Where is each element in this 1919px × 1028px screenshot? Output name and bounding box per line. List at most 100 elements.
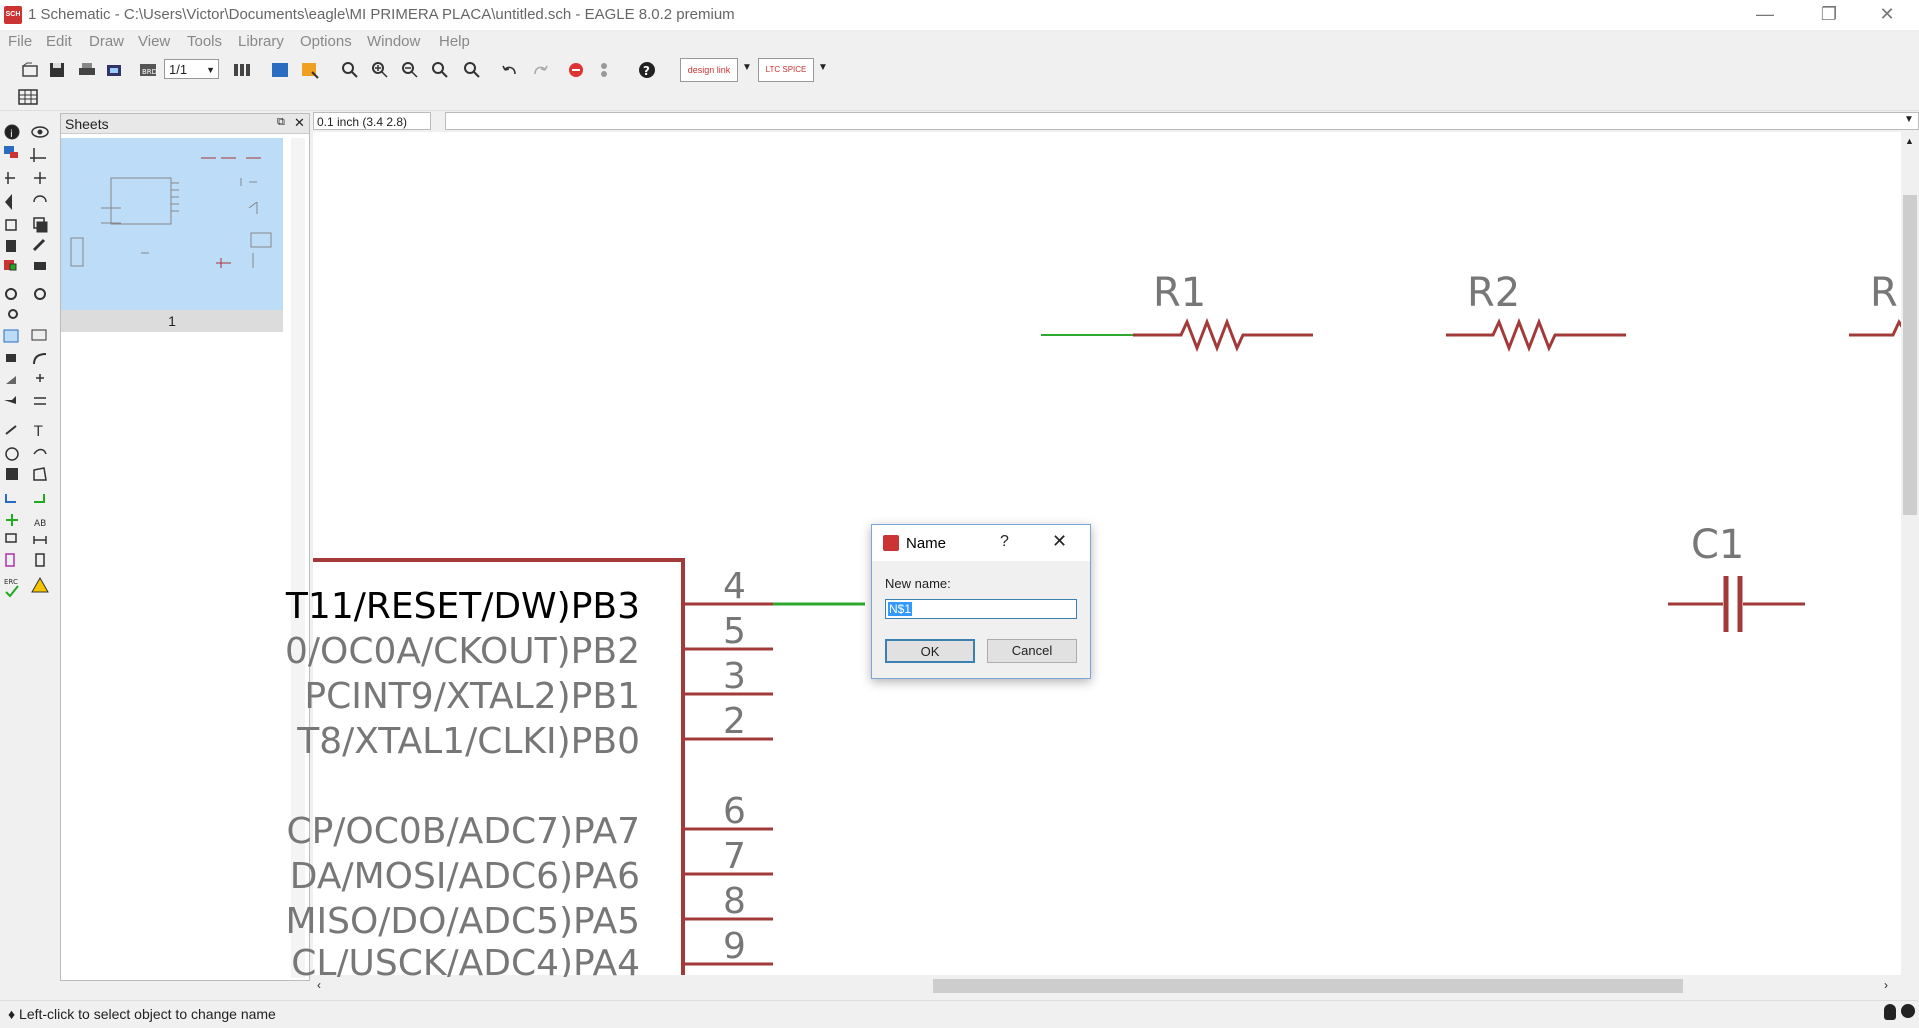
resistor-r3-label: R	[1870, 270, 1898, 316]
ic-pin-label: DA/MOSI/ADC6)PA6	[290, 856, 640, 897]
new-name-input[interactable]: N$1	[885, 599, 1077, 619]
resistor-r3-symbol[interactable]	[1849, 318, 1905, 337]
ic-pin-number: 6	[723, 791, 746, 832]
sheets-title-text: Sheets	[65, 116, 109, 132]
ic-pin-number: 2	[723, 701, 746, 742]
close-panel-icon[interactable]: ✕	[294, 115, 305, 130]
cancel-button[interactable]: Cancel	[987, 639, 1077, 663]
menu-help[interactable]: Help	[439, 33, 470, 50]
save-icon[interactable]	[47, 60, 67, 80]
menu-library[interactable]: Library	[238, 33, 284, 50]
zoom-out-icon[interactable]	[400, 60, 420, 80]
minimize-button[interactable]: —	[1756, 4, 1774, 24]
ic-pin-number: 9	[723, 926, 746, 967]
cam-icon[interactable]	[104, 60, 124, 80]
ltspice-dropdown-icon[interactable]: ▼	[818, 62, 828, 73]
redo-icon[interactable]	[530, 60, 550, 80]
dialog-app-icon	[883, 535, 899, 551]
menu-edit[interactable]: Edit	[46, 33, 72, 50]
capacitor-c1-label: C1	[1691, 522, 1744, 568]
ic-pin-number: 8	[723, 881, 746, 922]
sheet-thumbnail[interactable]	[61, 138, 283, 318]
schematic-canvas[interactable]: R1 R2 R C1 T11/RESET/DW)PB3 0/OC0A/CKOUT…	[285, 132, 1905, 984]
svg-text:?: ?	[643, 64, 650, 78]
command-history-dropdown-icon[interactable]: ▼	[1904, 114, 1914, 125]
sheets-panel: Sheets ⧉ ✕ 1	[60, 113, 310, 981]
resistor-r2-symbol[interactable]	[1446, 317, 1626, 353]
menu-options[interactable]: Options	[300, 33, 352, 50]
command-line-input[interactable]	[445, 112, 1919, 130]
info-icon[interactable]	[1901, 1004, 1915, 1018]
resistor-r1-label: R1	[1153, 270, 1206, 316]
svg-text:T: T	[33, 424, 43, 440]
ic-pin-number: 5	[723, 611, 746, 652]
grid-icon[interactable]	[18, 88, 38, 106]
window-title: 1 Schematic - C:\Users\Victor\Documents\…	[28, 6, 735, 23]
dialog-help-button[interactable]: ?	[1000, 533, 1009, 550]
print-icon[interactable]	[77, 60, 97, 80]
menu-window[interactable]: Window	[367, 33, 421, 50]
ic-pin-label: CP/OC0B/ADC7)PA7	[286, 811, 640, 852]
ic-pin-label: 0/OC0A/CKOUT)PB2	[285, 631, 640, 672]
zoom-in-icon[interactable]	[370, 60, 390, 80]
horizontal-scroll-thumb[interactable]	[933, 979, 1683, 993]
ic-body-outline[interactable]	[313, 558, 685, 975]
sheet-number-label: 1	[61, 310, 283, 332]
undo-icon[interactable]	[500, 60, 520, 80]
status-bar	[0, 1000, 1919, 1028]
dialog-close-button[interactable]: ✕	[1052, 531, 1068, 551]
dialog-title: Name	[906, 535, 947, 552]
menu-file[interactable]: File	[8, 33, 33, 50]
ic-pin-number: 3	[723, 656, 746, 697]
maximize-button[interactable]: ❐	[1820, 4, 1838, 24]
new-name-value: N$1	[888, 602, 913, 616]
resistor-r2-label: R2	[1467, 270, 1520, 316]
design-link-dropdown-icon[interactable]: ▼	[742, 62, 752, 73]
main-toolbar	[0, 56, 1919, 86]
ok-button[interactable]: OK	[885, 639, 975, 663]
sheets-scrollbar[interactable]	[291, 138, 305, 978]
ic-pin-label: T8/XTAL1/CLKI)PB0	[296, 721, 640, 762]
ic-pin-number: 7	[723, 836, 746, 877]
ic-pin-label: PCINT9/XTAL2)PB1	[304, 676, 640, 717]
svg-text:i: i	[10, 129, 13, 140]
open-icon[interactable]	[20, 60, 40, 80]
scroll-right-icon[interactable]: ›	[1884, 978, 1888, 992]
help-icon[interactable]: ?	[637, 60, 657, 80]
tool-palette: i T	[0, 116, 58, 981]
sheet-select-value: 1/1	[169, 62, 188, 77]
menu-tools[interactable]: Tools	[187, 33, 223, 50]
dialog-title-bar	[872, 525, 1090, 561]
app-icon: SCH	[4, 6, 22, 24]
status-indicator-icon	[1884, 1004, 1896, 1020]
sheet-select[interactable]: 1/1▼	[164, 59, 219, 79]
zoom-redraw-icon[interactable]	[430, 60, 450, 80]
ulp-icon[interactable]	[270, 60, 290, 80]
float-panel-icon[interactable]: ⧉	[277, 116, 285, 128]
stop-icon[interactable]	[566, 60, 586, 80]
go-icon[interactable]	[594, 60, 614, 80]
ic-pin-label: T11/RESET/DW)PB3	[285, 586, 640, 627]
library-icon[interactable]	[232, 60, 252, 80]
scroll-up-icon[interactable]: ▲	[1905, 136, 1914, 146]
close-window-button[interactable]: ✕	[1879, 4, 1895, 24]
status-message: ♦ Left-click to select object to change …	[8, 1006, 276, 1022]
grid-coordinate-display: 0.1 inch (3.4 2.8)	[313, 112, 431, 130]
scroll-left-icon[interactable]: ‹	[317, 978, 321, 992]
sheets-panel-title: Sheets	[61, 114, 309, 134]
vertical-scroll-thumb[interactable]	[1903, 195, 1917, 515]
menu-draw[interactable]: Draw	[89, 33, 125, 50]
ltspice-button[interactable]: LTC SPICE	[758, 58, 814, 82]
svg-text:ERC: ERC	[4, 578, 18, 586]
svg-text:BRD: BRD	[142, 68, 157, 76]
design-link-button[interactable]: design link	[680, 58, 738, 82]
menu-bar: File Edit Draw View Tools Library Option…	[0, 30, 1919, 54]
resistor-r1-symbol[interactable]	[1133, 317, 1313, 353]
board-switch-icon[interactable]: BRD	[138, 60, 158, 80]
ic-pin-label: MISO/DO/ADC5)PA5	[285, 901, 640, 942]
svg-text:AB: AB	[34, 519, 46, 529]
zoom-fit-icon[interactable]	[340, 60, 360, 80]
menu-view[interactable]: View	[138, 33, 171, 50]
script-icon[interactable]	[300, 60, 320, 80]
zoom-select-icon[interactable]	[462, 60, 482, 80]
